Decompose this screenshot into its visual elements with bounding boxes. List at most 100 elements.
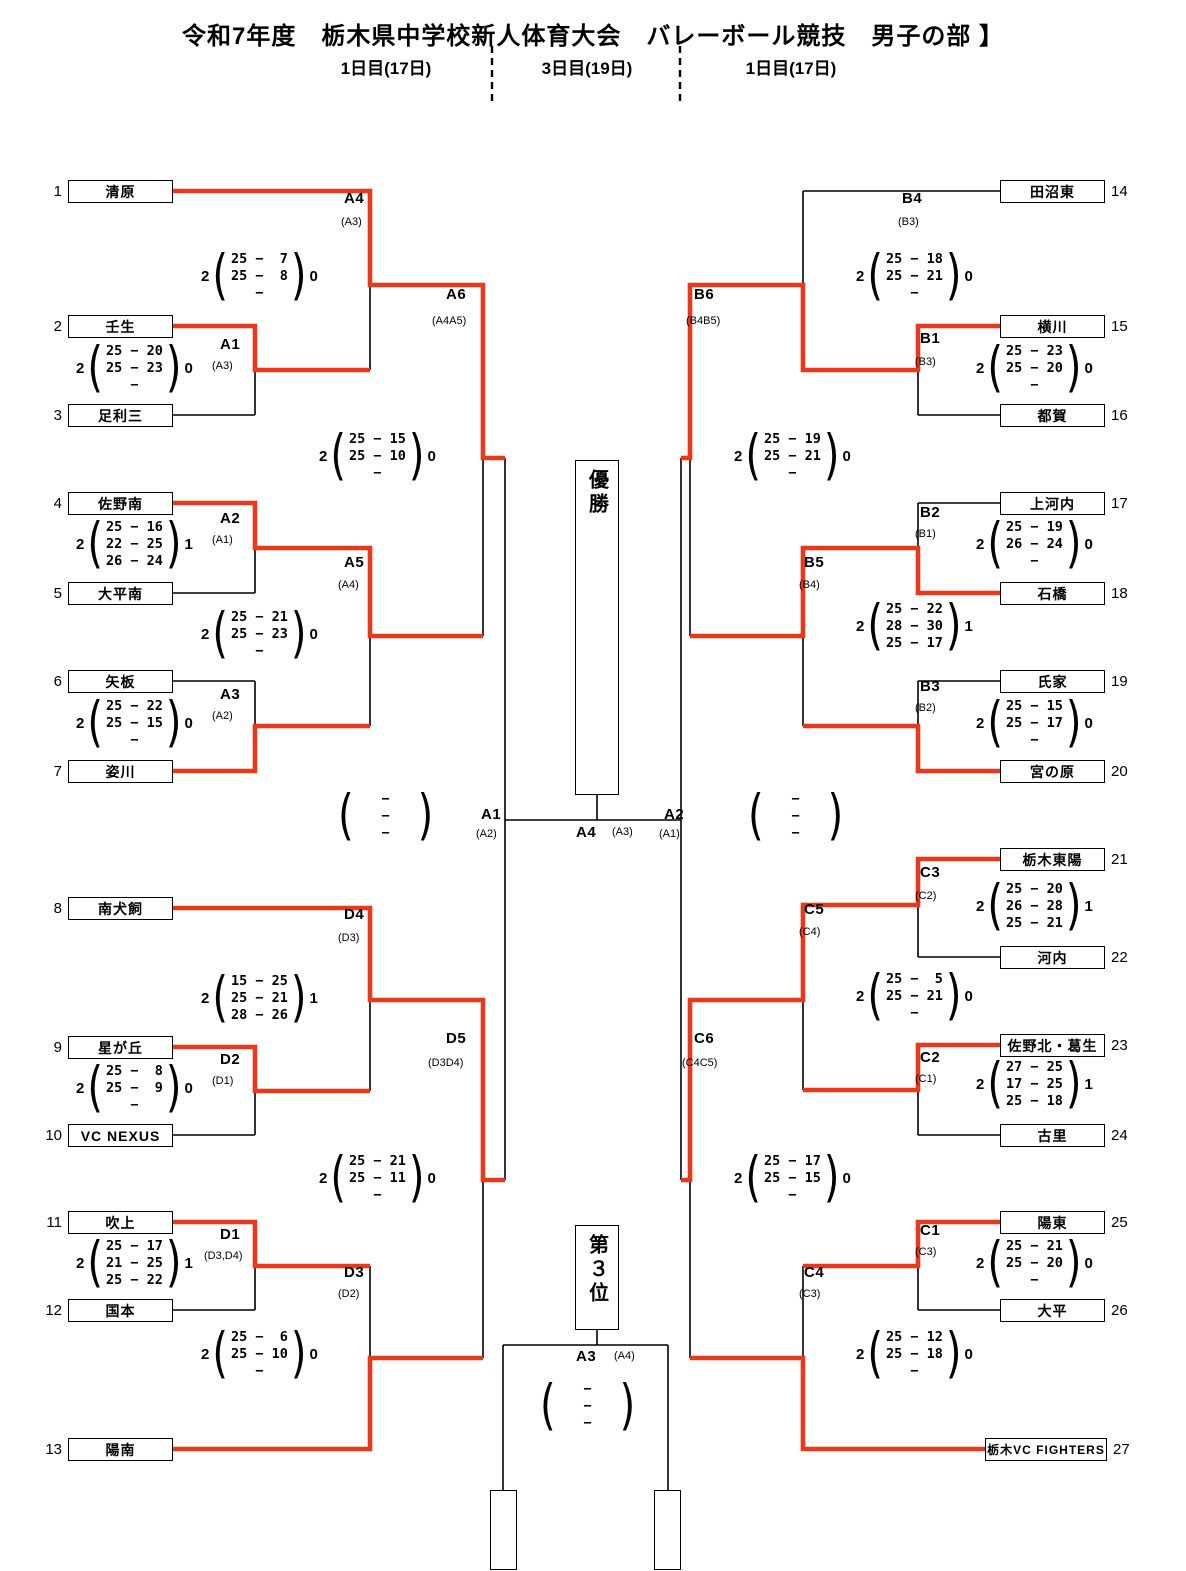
winner-set-count: 2: [856, 617, 865, 635]
match-label-D5: D5: [446, 1030, 467, 1047]
team-seed: 11: [46, 1214, 62, 1231]
winner-set-count: 2: [976, 535, 985, 553]
match-sublabel-D3: (D2): [338, 1288, 360, 1300]
set-score-row: 25 − 20: [1005, 359, 1063, 376]
match-sublabel-final: (A3): [612, 826, 633, 838]
set-score-row: 25 − 17: [763, 1152, 821, 1169]
set-score-row: 25 − 21: [348, 1152, 406, 1169]
set-score-row: −: [791, 824, 800, 841]
score-paren-open: (: [87, 336, 103, 400]
score-paren-close: ): [290, 602, 307, 666]
team-seed: 9: [53, 1039, 62, 1056]
page-title: 令和7年度 栃木県中学校新人体育大会 バレーボール競技 男子の部 】: [181, 23, 1004, 50]
set-score-row: 25 − 10: [348, 447, 406, 464]
loser-set-count: 1: [184, 535, 193, 553]
winner-set-count: 2: [76, 535, 85, 553]
team-seed: 16: [1111, 407, 1128, 424]
set-score-row: 25 − 23: [230, 625, 288, 642]
set-score-row: 25 − 16: [105, 518, 163, 535]
set-score-row: −: [373, 1186, 382, 1203]
score-paren-close: ): [290, 1322, 307, 1386]
loser-set-count: 0: [309, 267, 318, 285]
set-score-row: 27 − 25: [1005, 1058, 1063, 1075]
set-score-row: 25 − 6: [230, 1328, 288, 1345]
set-score-row: 25 − 21: [1005, 1237, 1063, 1254]
score-paren-open: (: [745, 1146, 761, 1210]
winner-path-seed27: [690, 1355, 985, 1452]
set-score-row: 25 − 10: [230, 1345, 288, 1362]
team-seed: 23: [1111, 1037, 1128, 1054]
loser-set-count: 0: [184, 1079, 193, 1097]
team-box: 佐野北・葛生: [1000, 1034, 1105, 1057]
match-sublabel-D1: (D3,D4): [204, 1250, 243, 1262]
champion-box: 優勝: [575, 460, 619, 795]
winner-set-count: 2: [856, 1345, 865, 1363]
winner-set-count: 2: [856, 267, 865, 285]
set-score-row: 25 − 20: [1005, 880, 1063, 897]
team-seed: 5: [53, 585, 62, 602]
match-label-A4: A4: [344, 190, 365, 207]
third-place-label: 第３位: [585, 1234, 608, 1306]
set-score-row: −: [381, 790, 390, 807]
set-score-row: −: [910, 1004, 919, 1021]
match-label-C6: C6: [694, 1030, 715, 1047]
set-score-row: −: [1030, 731, 1039, 748]
winner-set-count: 2: [319, 447, 328, 465]
loser-set-count: 1: [309, 989, 318, 1007]
day-header-left: 1日目(17日): [340, 59, 432, 78]
score-paren-open: (: [987, 1052, 1003, 1116]
score-paren-close: ): [1065, 336, 1082, 400]
match-label-B2: B2: [920, 504, 941, 521]
score-paren-open: (: [867, 244, 883, 308]
winner-set-count: 2: [976, 359, 985, 377]
team-box: 吹上: [68, 1211, 173, 1234]
loser-set-count: 0: [964, 1345, 973, 1363]
day-separator-dashes: [490, 46, 682, 102]
winner-path-seed18: [690, 545, 1000, 639]
team-seed: 8: [53, 900, 62, 917]
set-score-row: −: [788, 464, 797, 481]
match-label-C1: C1: [920, 1222, 941, 1239]
match-label-A5: A5: [344, 554, 365, 571]
team-box: 大平: [1000, 1299, 1105, 1322]
winner-path-seed25: [803, 1219, 1000, 1269]
team-box: 古里: [1000, 1124, 1105, 1147]
score-paren-close: ): [1065, 1052, 1082, 1116]
winner-path-seed4: [173, 500, 483, 639]
set-score-row: 25 − 18: [885, 250, 943, 267]
team-box: 石橋: [1000, 582, 1105, 605]
match-sublabel-B6: (B4B5): [686, 315, 721, 327]
score-paren-open: (: [987, 512, 1003, 576]
set-score-row: 25 − 21: [763, 447, 821, 464]
match-sublabel-sf-right: (A1): [659, 828, 680, 840]
set-score-rows: −−−: [767, 791, 825, 842]
score-paren-close: ): [165, 512, 182, 576]
set-score-row: −: [130, 376, 139, 393]
team-box: 矢板: [68, 670, 173, 693]
set-score-row: −: [255, 642, 264, 659]
score-paren-close: ): [619, 1374, 636, 1438]
team-box: 壬生: [68, 315, 173, 338]
set-score-row: 25 − 22: [105, 697, 163, 714]
score-paren-open: (: [212, 602, 228, 666]
score-paren-close: ): [1065, 874, 1082, 938]
team-seed: 17: [1111, 495, 1128, 512]
set-score-row: −: [1030, 376, 1039, 393]
score-paren-open: (: [212, 244, 228, 308]
third-place-slot-left: [490, 1490, 517, 1570]
score-paren-open: (: [87, 1056, 103, 1120]
team-seed: 14: [1111, 183, 1128, 200]
match-label-D3: D3: [344, 1264, 365, 1281]
